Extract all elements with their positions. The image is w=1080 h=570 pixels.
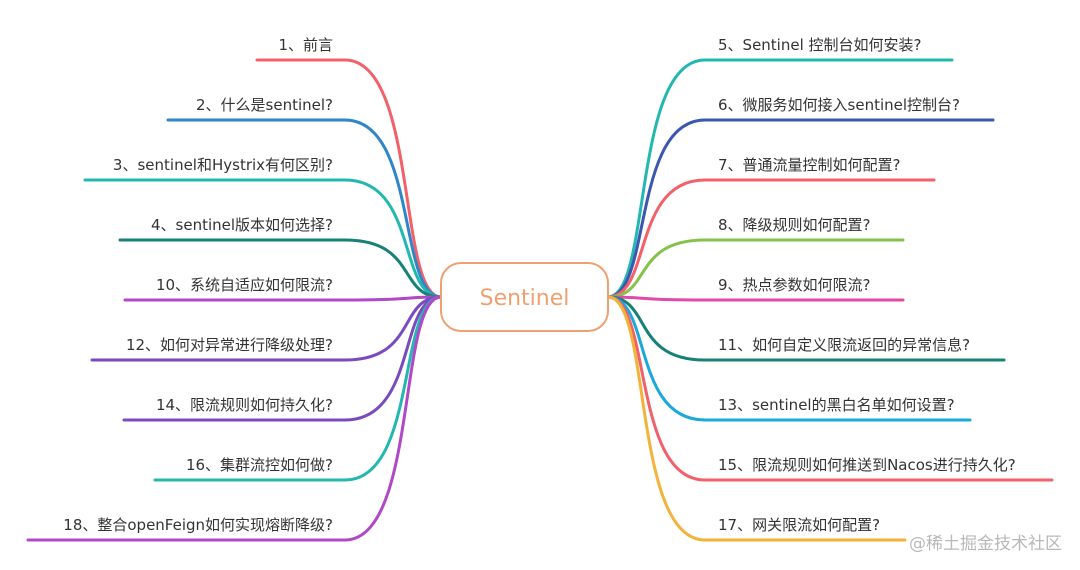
branch-left-9 — [26, 295, 443, 542]
topic-left-4[interactable]: 4、sentinel版本如何选择? — [151, 216, 333, 234]
topic-right-3[interactable]: 7、普通流量控制如何配置? — [718, 156, 901, 174]
branch-left-4 — [118, 238, 443, 299]
topic-right-5[interactable]: 9、热点参数如何限流? — [718, 276, 871, 294]
branch-left-1 — [255, 58, 443, 299]
branch-lines — [26, 58, 1054, 542]
branch-right-6 — [606, 295, 1006, 362]
branch-right-8 — [606, 295, 1054, 482]
topic-right-9[interactable]: 17、网关限流如何配置? — [718, 516, 880, 534]
branch-right-4 — [606, 238, 905, 299]
branch-right-7 — [606, 295, 972, 422]
topic-labels: 1、前言 2、什么是sentinel? 3、sentinel和Hystrix有何区别… — [63, 36, 1015, 534]
topic-right-7[interactable]: 13、sentinel的黑白名单如何设置? — [718, 396, 955, 414]
topic-left-3[interactable]: 3、sentinel和Hystrix有何区别? — [113, 156, 333, 174]
topic-left-9[interactable]: 18、整合openFeign如何实现熔断降级? — [63, 516, 333, 534]
topic-right-8[interactable]: 15、限流规则如何推送到Nacos进行持久化? — [718, 456, 1016, 474]
topic-left-2[interactable]: 2、什么是sentinel? — [196, 96, 333, 114]
branch-right-1 — [606, 58, 954, 299]
branch-right-2 — [606, 118, 995, 299]
center-node-label: Sentinel — [480, 286, 570, 311]
branch-right-3 — [606, 178, 936, 299]
topic-right-4[interactable]: 8、降级规则如何配置? — [718, 216, 871, 234]
branch-left-7 — [122, 295, 443, 422]
topic-left-8[interactable]: 16、集群流控如何做? — [186, 456, 333, 474]
branch-left-3 — [83, 178, 443, 299]
watermark-text: @稀土掘金技术社区 — [909, 534, 1062, 554]
branch-left-5 — [123, 295, 443, 302]
topic-left-5[interactable]: 10、系统自适应如何限流? — [156, 276, 333, 294]
topic-left-1[interactable]: 1、前言 — [278, 36, 333, 54]
branch-left-6 — [90, 295, 443, 362]
topic-right-1[interactable]: 5、Sentinel 控制台如何安装? — [718, 36, 921, 54]
topic-left-7[interactable]: 14、限流规则如何持久化? — [156, 396, 333, 414]
topic-right-2[interactable]: 6、微服务如何接入sentinel控制台? — [718, 96, 960, 114]
branch-right-9 — [606, 295, 907, 542]
topic-right-6[interactable]: 11、如何自定义限流返回的异常信息? — [718, 336, 970, 354]
center-node[interactable]: Sentinel — [440, 262, 609, 332]
center-node-box — [440, 262, 609, 332]
topic-left-6[interactable]: 12、如何对异常进行降级处理? — [126, 336, 333, 354]
branch-left-2 — [166, 118, 443, 299]
branch-right-5 — [606, 295, 905, 302]
